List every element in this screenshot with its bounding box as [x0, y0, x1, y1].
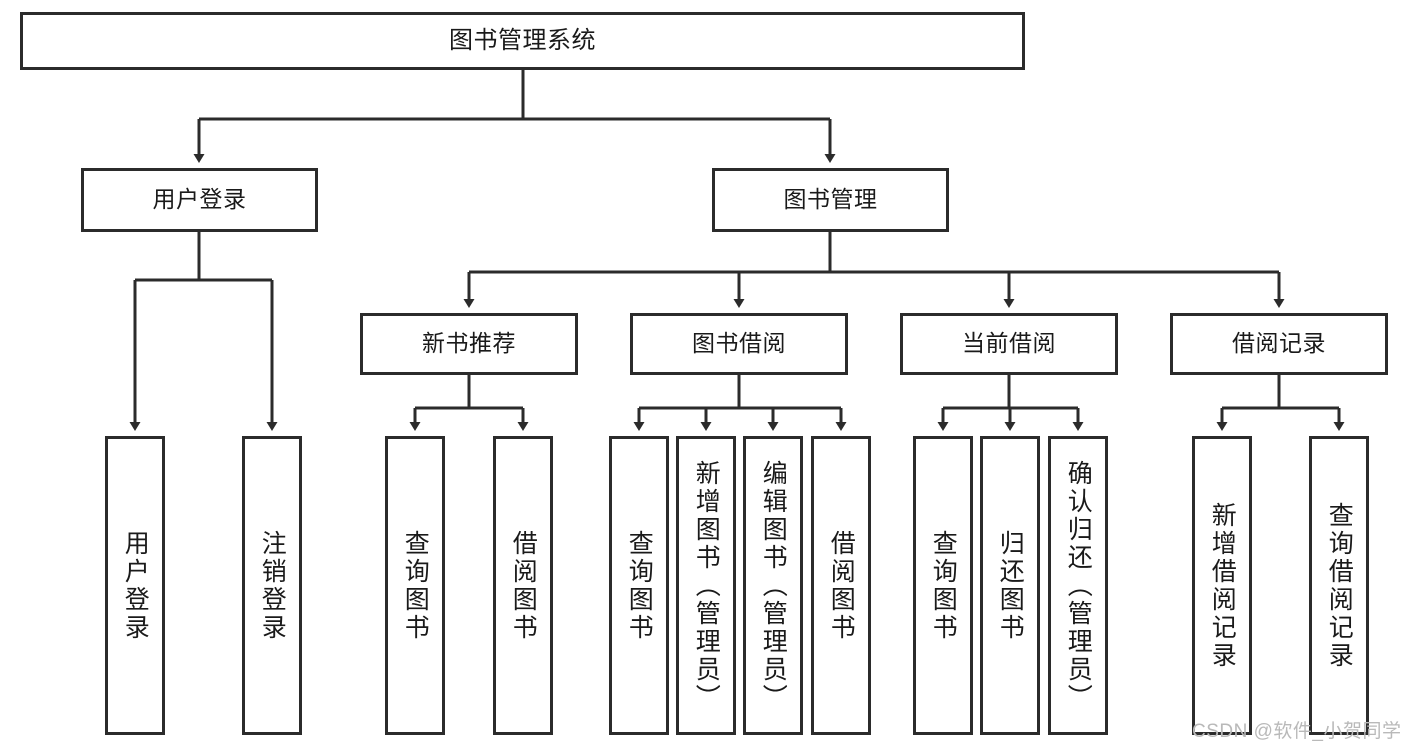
leaf-user-login-login[interactable]: 用户登录 — [105, 436, 165, 735]
node-label: 借阅记录 — [1232, 330, 1326, 357]
node-book-borrow[interactable]: 图书借阅 — [630, 313, 848, 375]
node-book-management[interactable]: 图书管理 — [712, 168, 949, 232]
node-label: 查询图书 — [929, 529, 958, 642]
node-label: 新增借阅记录 — [1208, 501, 1237, 670]
node-label: 图书管理 — [783, 186, 878, 213]
leaf-new-book-query[interactable]: 查询图书 — [385, 436, 445, 735]
leaf-current-return-book[interactable]: 归还图书 — [980, 436, 1040, 735]
node-borrow-record[interactable]: 借阅记录 — [1170, 313, 1388, 375]
leaf-borrow-add-book[interactable]: 新增图书（管理员） — [676, 436, 736, 735]
node-label: 当前借阅 — [962, 330, 1056, 357]
node-label: 查询图书 — [401, 529, 430, 642]
node-label: 新书推荐 — [422, 330, 516, 357]
node-label: 归还图书 — [996, 529, 1025, 642]
node-label: 查询借阅记录 — [1325, 501, 1354, 670]
node-label: 用户登录 — [152, 186, 247, 213]
leaf-current-query-book[interactable]: 查询图书 — [913, 436, 973, 735]
leaf-record-query-record[interactable]: 查询借阅记录 — [1309, 436, 1369, 735]
leaf-current-confirm-return[interactable]: 确认归还（管理员） — [1048, 436, 1108, 735]
leaf-borrow-borrow-book[interactable]: 借阅图书 — [811, 436, 871, 735]
node-current-borrow[interactable]: 当前借阅 — [900, 313, 1118, 375]
node-label: 借阅图书 — [509, 529, 538, 642]
node-label: 确认归还（管理员） — [1064, 459, 1093, 712]
leaf-new-book-borrow[interactable]: 借阅图书 — [493, 436, 553, 735]
leaf-borrow-query-book[interactable]: 查询图书 — [609, 436, 669, 735]
leaf-record-add-record[interactable]: 新增借阅记录 — [1192, 436, 1252, 735]
node-label: 借阅图书 — [827, 529, 856, 642]
node-label: 图书管理系统 — [449, 26, 596, 54]
leaf-borrow-edit-book[interactable]: 编辑图书（管理员） — [743, 436, 803, 735]
node-user-login[interactable]: 用户登录 — [81, 168, 318, 232]
leaf-user-login-logout[interactable]: 注销登录 — [242, 436, 302, 735]
node-label: 查询图书 — [625, 529, 654, 642]
node-label: 新增图书（管理员） — [692, 459, 721, 712]
node-label: 图书借阅 — [692, 330, 786, 357]
node-label: 用户登录 — [121, 529, 150, 642]
node-new-book-recommend[interactable]: 新书推荐 — [360, 313, 578, 375]
node-label: 注销登录 — [258, 529, 287, 642]
node-label: 编辑图书（管理员） — [759, 459, 788, 712]
node-root-system[interactable]: 图书管理系统 — [20, 12, 1025, 70]
csdn-watermark: CSDN @软件_小贺同学 — [1192, 721, 1402, 742]
